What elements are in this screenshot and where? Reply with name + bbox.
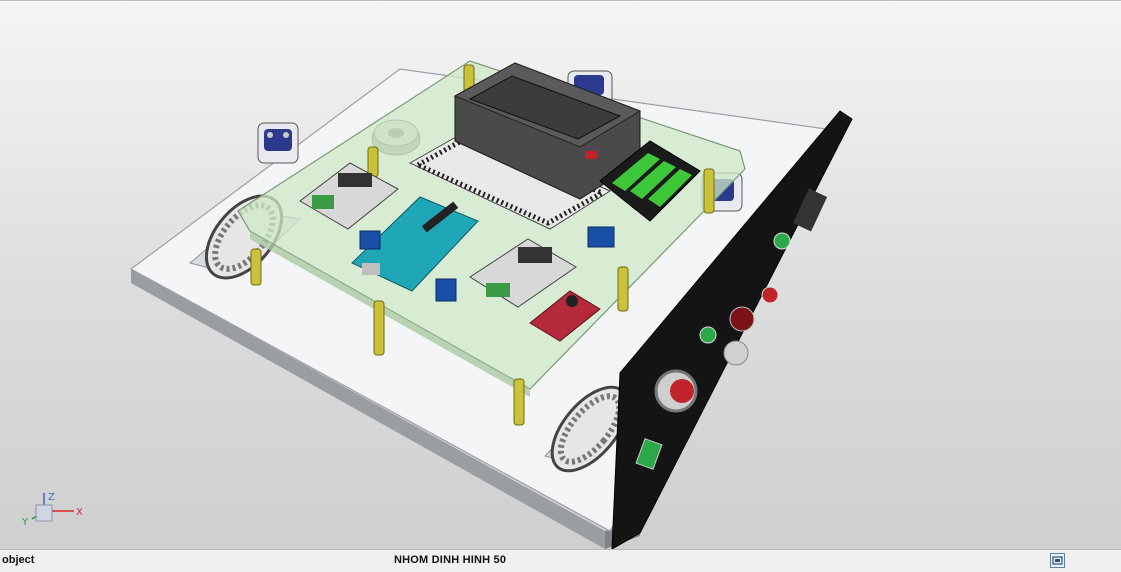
orientation-triad[interactable]: X Y Z <box>22 491 92 531</box>
led-green-2 <box>699 326 717 344</box>
rocker-switch <box>635 438 663 470</box>
led-red-1 <box>761 286 779 304</box>
y-axis-label: Y <box>22 517 29 528</box>
fit-view-icon <box>1052 556 1063 565</box>
status-bar: object NHOM DINH HINH 50 <box>0 549 1121 572</box>
fit-view-button[interactable] <box>1050 553 1065 568</box>
lcd-display[interactable] <box>453 62 642 200</box>
base-plate-edge <box>131 269 605 549</box>
breadboard[interactable] <box>408 128 612 230</box>
relay-module-2[interactable] <box>587 226 615 248</box>
x-axis-label: X <box>76 507 83 518</box>
relay-module-3[interactable] <box>435 278 457 302</box>
switch-metal <box>723 340 749 366</box>
button-red-large <box>729 306 755 332</box>
z-axis-label: Z <box>48 492 55 503</box>
battery-holder[interactable] <box>599 140 701 222</box>
motor-driver-right[interactable] <box>469 238 577 308</box>
part-name: NHOM DINH HINH 50 <box>394 554 507 566</box>
motor-mount-left[interactable] <box>257 122 299 164</box>
acrylic-plate-edge <box>250 231 530 397</box>
buck-converter[interactable] <box>529 290 601 342</box>
triad-cube <box>35 504 53 522</box>
robot-chassis-model[interactable] <box>0 1 1121 549</box>
arduino-board[interactable] <box>351 196 479 292</box>
led-green-1 <box>773 232 791 250</box>
motor-driver-left[interactable] <box>299 162 399 230</box>
3d-viewport[interactable]: X Y Z <box>0 0 1121 549</box>
relay-module-1[interactable] <box>359 230 381 250</box>
standoffs <box>250 64 715 426</box>
selection-status: object <box>2 554 35 566</box>
control-panel[interactable] <box>611 110 853 549</box>
